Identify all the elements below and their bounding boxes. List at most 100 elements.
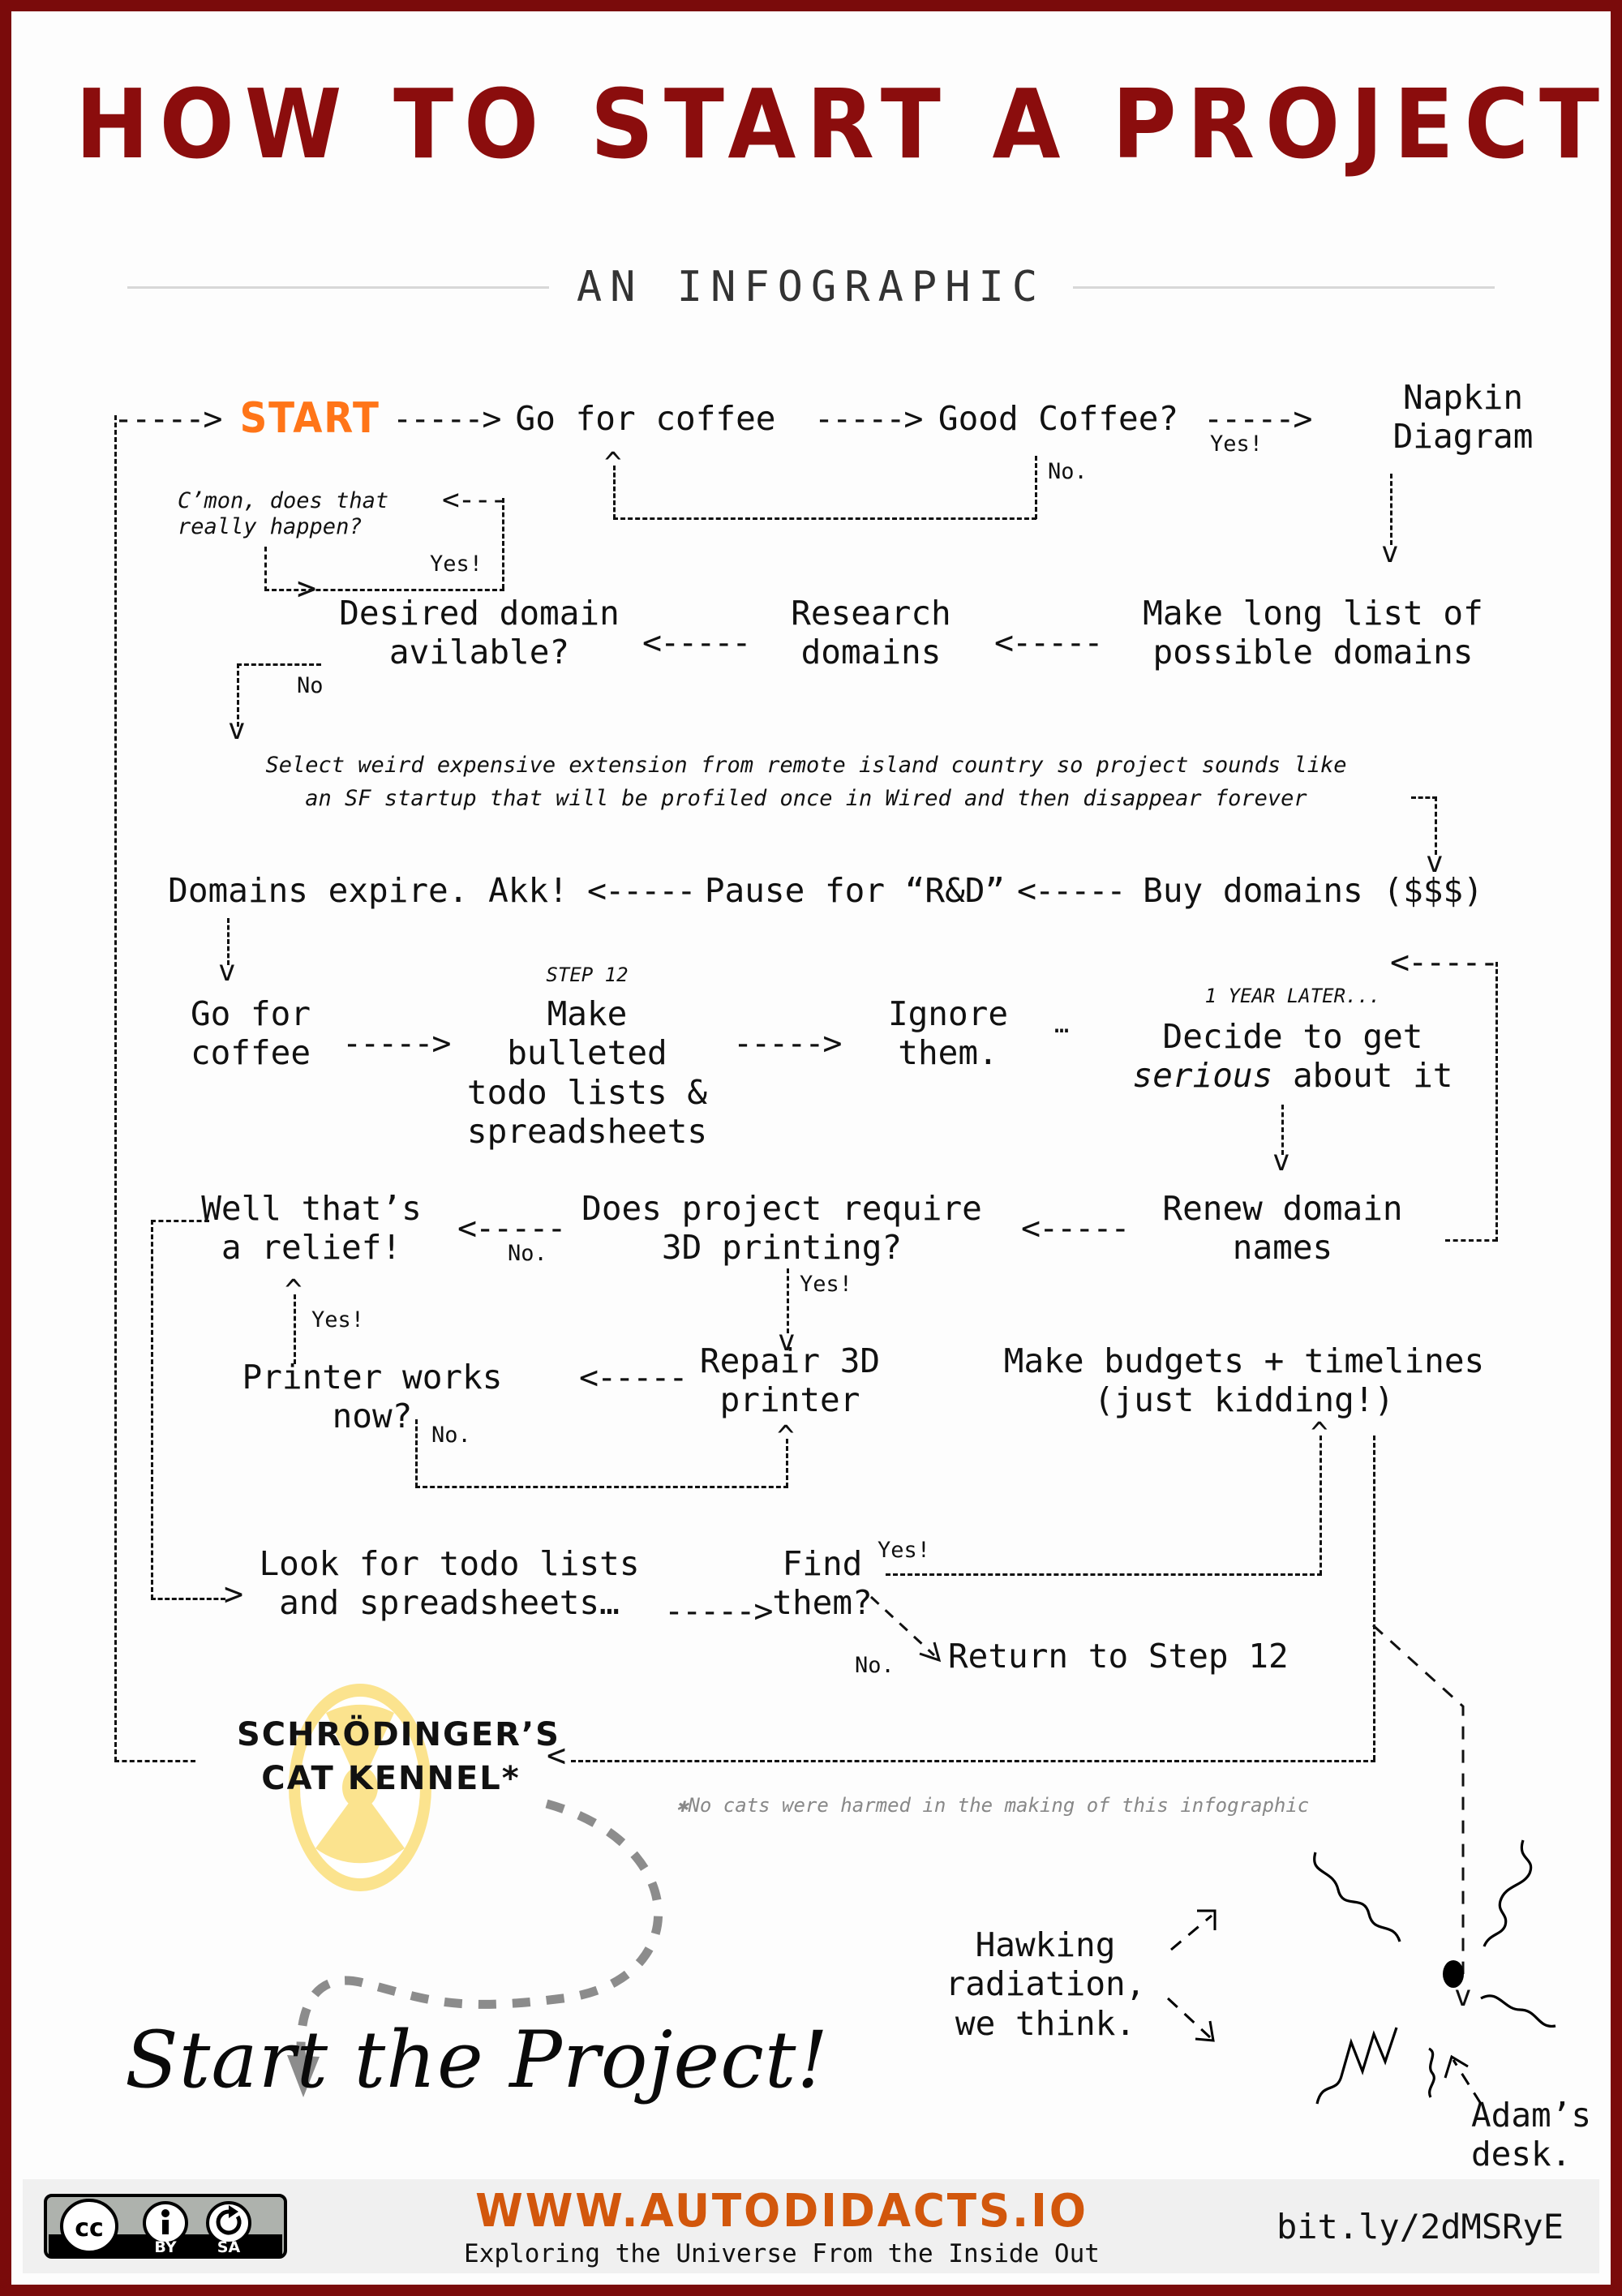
arrow-into-start: ----->	[114, 401, 222, 438]
arrow-pause-to-expire: <-----	[587, 873, 696, 910]
arrow-start-to-coffee: ----->	[393, 401, 501, 438]
connector-no5-diagonal	[869, 1595, 942, 1663]
arrow-loop-top-left: <-----	[1390, 944, 1499, 981]
arrowhead-up-coffee: ^	[604, 447, 622, 480]
footer-bar: cc BY SA WWW.AUTODIDACTS.IO Exploring th…	[23, 2179, 1599, 2273]
decide-line-1: Decide to get	[1162, 1017, 1423, 1056]
arrowhead-up-budgets: ^	[1311, 1417, 1328, 1450]
connector-yes5-horizontal	[886, 1573, 1322, 1576]
arrowhead-down-buydomains: v	[1426, 846, 1444, 879]
node-research-domains: Research domains	[791, 594, 951, 672]
label-yes-5: Yes!	[878, 1538, 931, 1563]
node-make-long-list: Make long list of possible domains	[1143, 594, 1483, 672]
arrow-3d-to-relief: <-----	[457, 1210, 566, 1247]
site-url[interactable]: WWW.AUTODIDACTS.IO	[475, 2184, 1088, 2238]
connector-no1-vertical	[1035, 456, 1037, 519]
node-desired-domain: Desired domain avilable?	[339, 594, 620, 672]
node-select-weird-extension: Select weird expensive extension from re…	[265, 753, 1347, 811]
short-url[interactable]: bit.ly/2dMSRyE	[1276, 2206, 1564, 2247]
decide-emphasis: serious	[1132, 1056, 1273, 1096]
connector-yes2-horizontal	[264, 589, 504, 591]
node-go-for-coffee-2: Go for coffee	[190, 994, 311, 1073]
connector-kennel-horizontal	[571, 1760, 1375, 1762]
arrow-buy-to-pause: <-----	[1017, 873, 1126, 910]
blackhole-squiggles-illustration	[1166, 1839, 1556, 2105]
footnote-no-cats: ✱No cats were harmed in the making of th…	[676, 1794, 1310, 1817]
radiation-badge	[279, 1682, 433, 1891]
arrowhead-down-napkin: v	[1381, 536, 1399, 569]
connector-napkin-down	[1390, 474, 1392, 545]
arrow-bulleted-to-ignore: ----->	[733, 1025, 842, 1062]
label-no-1: No.	[1048, 459, 1088, 484]
connector-no4-up	[786, 1439, 788, 1487]
label-yes-4: Yes!	[800, 1272, 853, 1297]
connector-to-blackhole	[1371, 1624, 1465, 1974]
subtitle-rule-right	[1073, 285, 1495, 289]
connector-yes5-vertical	[1319, 1436, 1322, 1575]
arrow-look-to-find: ----->	[664, 1593, 773, 1630]
node-does-project-require-3d: Does project require 3D printing?	[581, 1189, 982, 1268]
arrowhead-down-select: v	[228, 713, 246, 746]
creative-commons-license-icon[interactable]: cc BY SA	[44, 2194, 287, 2259]
label-one-year-later: 1 YEAR LATER...	[1204, 985, 1381, 1007]
radiation-trefoil-icon	[289, 1684, 431, 1891]
connector-no4-horizontal	[415, 1486, 788, 1488]
connector-buy-vertical	[1435, 796, 1437, 855]
page-title: HOW TO START A PROJECT	[75, 68, 1610, 180]
label-no-3: No.	[508, 1241, 547, 1266]
node-look-for-todo-lists: Look for todo lists and spreadsheets…	[259, 1544, 640, 1623]
arrow-into-cat-kennel: <	[547, 1737, 566, 1775]
swoosh-arrow-to-start-project	[287, 1799, 663, 2097]
node-cmon-really: C’mon, does that really happen?	[178, 488, 389, 539]
arrowhead-up-relief: ^	[285, 1274, 303, 1307]
connector-yes3-vertical	[294, 1294, 296, 1364]
connector-no1-horizontal	[613, 517, 1036, 520]
label-yes-1: Yes!	[1210, 431, 1264, 457]
connector-right-loop-bottom	[1445, 1239, 1497, 1242]
arrow-research-to-desired: <-----	[642, 624, 751, 662]
rail-inner-vertical	[151, 1220, 153, 1599]
subtitle: AN INFOGRAPHIC	[576, 263, 1046, 311]
decide-line-2: about it	[1272, 1056, 1453, 1096]
label-no-2: No	[297, 673, 324, 698]
rail-inner-bottom	[151, 1598, 225, 1600]
arrow-renew-to-3d: <-----	[1021, 1210, 1130, 1247]
arrowhead-right-lookfor: >	[224, 1576, 244, 1613]
arrowhead-right-desired: >	[297, 570, 317, 607]
node-buy-domains: Buy domains ($$$)	[1143, 871, 1483, 910]
node-renew-domain-names: Renew domain names	[1162, 1189, 1403, 1268]
arrowhead-up-repair2: ^	[777, 1420, 795, 1453]
connector-buy-top	[1411, 796, 1437, 799]
site-branding: WWW.AUTODIDACTS.IO Exploring the Univers…	[287, 2185, 1277, 2268]
arrow-makelist-to-research: <-----	[994, 624, 1103, 662]
node-domains-expire: Domains expire. Akk!	[168, 871, 569, 910]
connector-yes2-vertical	[502, 498, 504, 589]
arrowhead-down-repair: v	[778, 1324, 796, 1358]
node-printer-works-now: Printer works now?	[242, 1358, 503, 1436]
label-no-5: No.	[855, 1653, 895, 1678]
node-go-for-coffee-1: Go for coffee	[515, 399, 776, 438]
arrow-goodcoffee-to-napkin: ----->	[1204, 401, 1312, 438]
label-yes-3: Yes!	[311, 1307, 365, 1333]
connector-right-loop-vertical	[1495, 962, 1498, 1242]
connector-decide-down	[1281, 1105, 1284, 1155]
connector-no2-vertical	[237, 663, 239, 727]
arrowhead-down-renew: v	[1272, 1144, 1290, 1178]
node-make-budgets-timelines: Make budgets + timelines (just kidding!)	[1003, 1341, 1485, 1420]
node-return-to-step-12: Return to Step 12	[948, 1637, 1289, 1676]
connector-expire-down	[227, 918, 230, 965]
node-ignore-them: Ignore them.	[887, 994, 1009, 1073]
label-adams-desk: Adam’s desk.	[1471, 2096, 1592, 2174]
arrowhead-down-coffee2: v	[218, 955, 236, 988]
node-make-bulleted-lists: Make bulleted todo lists & spreadsheets	[466, 994, 708, 1152]
connector-no4-vertical	[415, 1419, 418, 1487]
arrow-coffee-to-goodcoffee: ----->	[814, 401, 923, 438]
license-by-label: BY	[154, 2238, 176, 2256]
node-well-relief: Well that’s a relief!	[201, 1189, 422, 1268]
connector-kennel-vertical	[1373, 1436, 1375, 1760]
label-step-12: STEP 12	[546, 963, 629, 986]
start-the-project-text: Start the Project!	[125, 2015, 830, 2105]
start-node: START	[239, 394, 380, 443]
svg-text:cc: cc	[75, 2214, 104, 2242]
